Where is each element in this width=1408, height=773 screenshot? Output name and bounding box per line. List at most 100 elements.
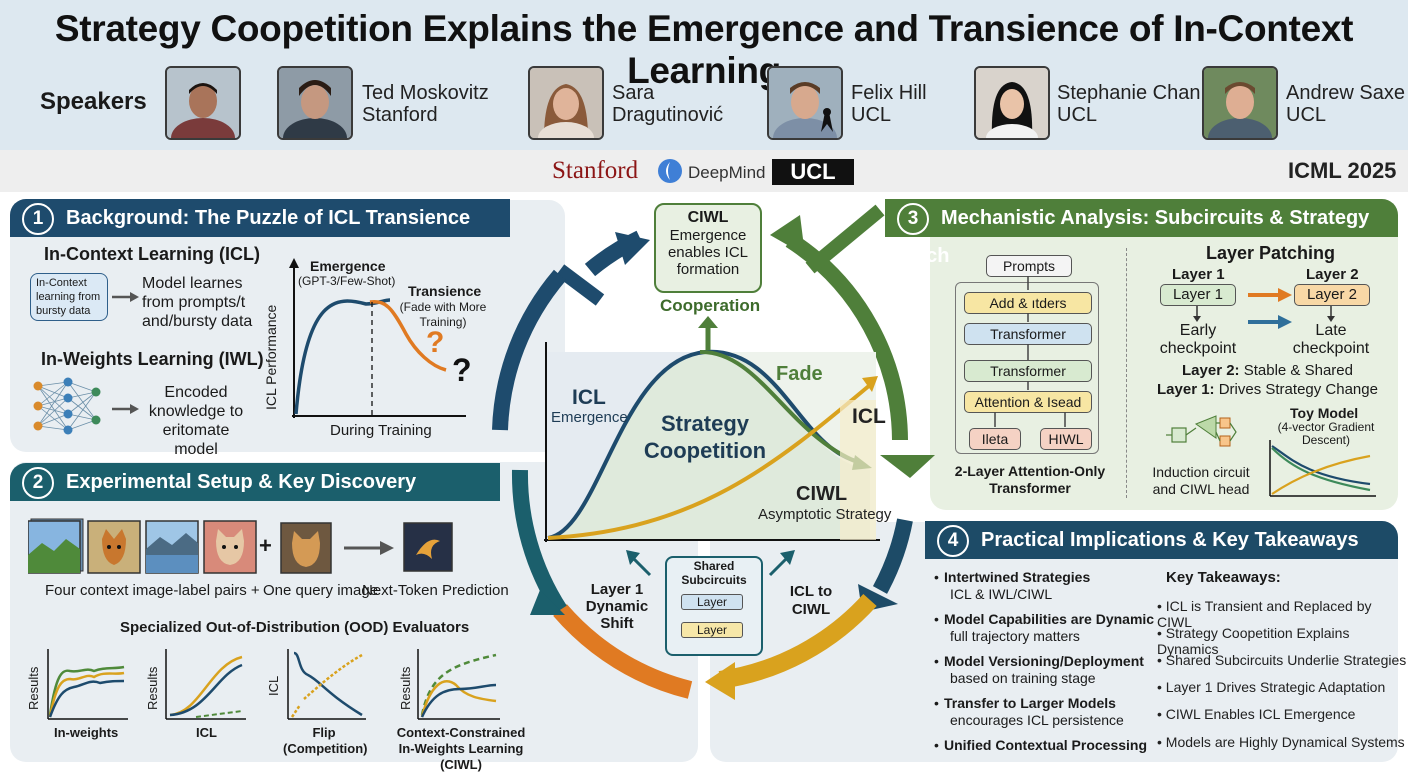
- bullet-dot: •: [934, 569, 939, 585]
- arrow-right-icon: [1278, 288, 1292, 302]
- emergence-curve: [294, 298, 391, 415]
- bullet-dot: •: [934, 653, 939, 669]
- chart-y-label: ICL Performance: [263, 304, 279, 410]
- bubble-line: learning from: [36, 291, 101, 303]
- image-sequence: [28, 518, 453, 574]
- panel-title: Mechanistic Analysis: Subcircuits & Stra…: [885, 207, 1370, 267]
- chart-flip: [287, 649, 366, 720]
- chart-y-label: Results: [26, 666, 41, 710]
- context-image-cat: [203, 520, 257, 574]
- iwl-heading: In-Weights Learning (IWL): [41, 349, 264, 369]
- note-text: Drives Strategy Change: [1218, 381, 1378, 398]
- shared-label: Shared: [693, 559, 735, 573]
- panel-number: 3: [897, 202, 929, 235]
- strategy-label-line: Strategy: [660, 411, 750, 436]
- takeaway-text: Strategy Coopetition Explains Dynamics: [1157, 625, 1350, 657]
- arch-caption: 2-Layer Attention-Only Transformer: [946, 463, 1114, 497]
- bullet-body: based on training stage: [950, 670, 1096, 686]
- icl-heading: In-Context Learning (ICL): [44, 244, 260, 264]
- speaker-name: Ted Moskovitz: [362, 82, 489, 104]
- arrow-right-icon: [1278, 315, 1292, 329]
- speaker-photo-1: [165, 66, 241, 140]
- toy-model-chart: [1269, 440, 1376, 497]
- ciwl-box-line: enables ICL: [667, 244, 749, 261]
- speaker-affiliation: Dragutinović: [612, 104, 724, 126]
- caption-line: and CIWL head: [1152, 481, 1250, 497]
- layer1-box: Layer 1: [1160, 284, 1236, 306]
- bullet-body: ICL & IWL/CIWL: [950, 586, 1053, 602]
- question-mark-icon: ?: [426, 326, 445, 359]
- speaker-name: Andrew Saxe: [1286, 82, 1405, 104]
- bullet-dot: •: [934, 737, 939, 753]
- chart-x-label: Flip (Competition): [283, 725, 367, 757]
- desc-line: knowledge to: [148, 403, 244, 420]
- arch-transformer-1: Transformer: [964, 323, 1092, 345]
- ciwl-curve: [547, 383, 872, 540]
- label-line: Shift: [600, 615, 634, 632]
- neural-network-icon: [33, 377, 101, 435]
- caption-line: Induction circuit: [1152, 464, 1250, 480]
- panel-title: Background: The Puzzle of ICL Transience: [66, 207, 471, 229]
- prediction-token-icon: [403, 522, 453, 572]
- bullet-head: Unified Contextual Processing: [944, 737, 1148, 753]
- arrow-head-icon: [770, 215, 805, 255]
- panel-mechanistic-analysis: [930, 200, 1398, 510]
- late-checkpoint: Late checkpoint: [1283, 322, 1379, 358]
- iwl-description: Encoded knowledge to eritomate model: [140, 383, 252, 459]
- ucl-logo: UCL: [772, 159, 854, 185]
- arch-prompts: Prompts: [986, 255, 1072, 277]
- deepmind-logo-icon: [657, 158, 683, 189]
- layer-box-bottom: Layer: [681, 622, 743, 638]
- speaker-photo-5: [974, 66, 1050, 140]
- desc-line: from prompts/t: [142, 294, 246, 311]
- chart-x-label: During Training: [330, 422, 432, 439]
- takeaway-item: • Shared Subcircuits Underlie Strategies: [1157, 652, 1407, 668]
- sub-line: Descent): [1301, 433, 1351, 447]
- chart-transience-label: Transience: [408, 283, 482, 299]
- induction-circuit-icon: [1166, 415, 1237, 447]
- logo-bar: [0, 150, 1408, 192]
- desc-line: Encoded: [164, 384, 228, 401]
- arch-input-left: Ileta: [969, 428, 1021, 450]
- panel-number: 4: [937, 524, 969, 557]
- context-image-lake: [145, 520, 199, 574]
- ciwl-box-line: formation: [676, 261, 740, 278]
- arrow-right-icon: [112, 292, 139, 302]
- cycle-arc-navy-right: [872, 518, 913, 594]
- chart-x-label: Context-Constrained In-Weights Learning …: [376, 725, 546, 773]
- arrow-head-icon: [880, 455, 935, 478]
- panel-title: Experimental Setup & Key Discovery: [66, 471, 417, 493]
- note-bold: Layer 2:: [1182, 362, 1240, 379]
- shared-subcircuits-box: Shared Subcircuits Layer Layer: [665, 556, 763, 656]
- ciwl-emergence-box: CIWL Emergence enables ICL formation: [654, 203, 762, 293]
- asymptotic-label: Asymptotic Strategy: [758, 506, 892, 523]
- bullet-head: Transfer to Larger Models: [944, 695, 1116, 711]
- speaker-affiliation: Stanford: [362, 104, 438, 126]
- label-line: ICL to: [789, 583, 833, 600]
- panel-background: [10, 200, 565, 452]
- toy-model-heading: Toy Model: [1290, 405, 1359, 421]
- patching-arrows: [1193, 288, 1335, 329]
- sub-line: (4-vector Gradient: [1277, 420, 1375, 434]
- context-image-landscape: [28, 518, 84, 574]
- plus-sign: +: [259, 533, 272, 558]
- implication-bullet: Unified Contextual Processing: [944, 737, 1147, 754]
- speaker-name: Sara: [612, 82, 655, 104]
- layer-patching-heading: Layer Patching: [1206, 243, 1336, 263]
- speaker-affiliation: UCL: [1286, 104, 1327, 126]
- caption-line: Transformer: [989, 480, 1071, 496]
- note-text: Stable & Shared: [1243, 362, 1353, 379]
- desc-line: and/bursty data: [142, 313, 253, 330]
- label-line: Flip: [312, 725, 336, 740]
- chart-y-label: Results: [145, 666, 160, 710]
- speaker-photo-6: [1202, 66, 1278, 140]
- layer1-note: Layer 1: Drives Strategy Change: [1157, 381, 1378, 398]
- speaker-name: Stephanie Chan: [1057, 82, 1201, 104]
- layer2-box: Layer 2: [1294, 284, 1370, 306]
- icl-to-ciwl-label: ICL to CIWL: [776, 583, 846, 619]
- chart-in-weights: [47, 649, 128, 720]
- arrow-right-icon: [112, 404, 139, 414]
